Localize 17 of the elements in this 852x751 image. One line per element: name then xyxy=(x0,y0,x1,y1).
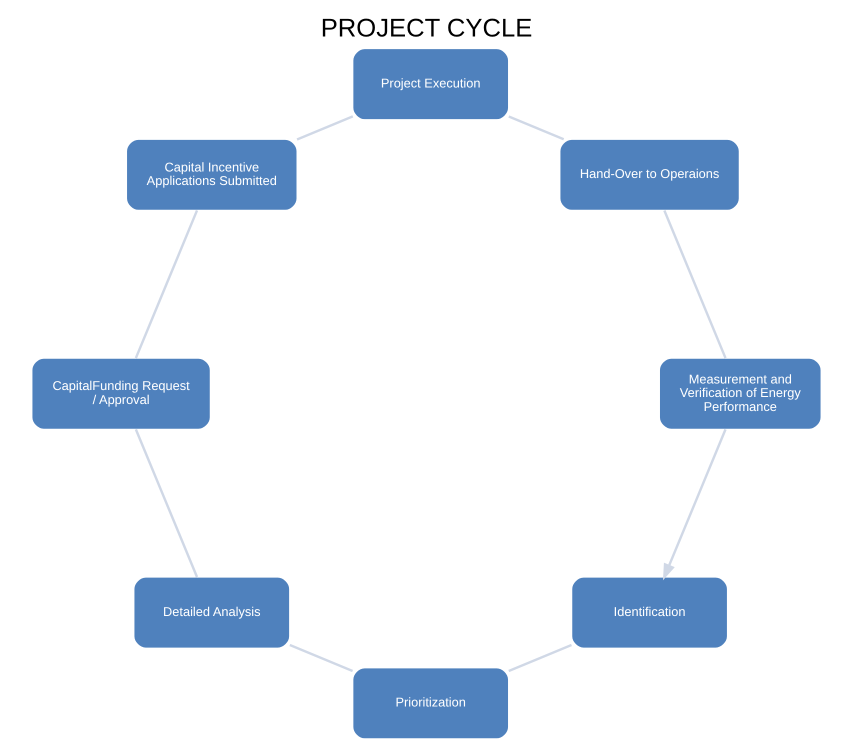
connector xyxy=(296,115,353,141)
node-box: Measurement and Verification of Energy Performance xyxy=(658,358,822,430)
connector xyxy=(508,644,572,672)
connector xyxy=(288,644,353,672)
connector xyxy=(508,115,564,140)
node-box: Project Execution xyxy=(352,48,509,120)
diagram-title: PROJECT CYCLE xyxy=(320,14,532,43)
node-box: Capital Incentive Applications Submitted xyxy=(126,138,297,211)
node-box: Identification xyxy=(570,576,728,649)
connector xyxy=(134,428,198,578)
connector xyxy=(134,210,198,359)
node-box: Detailed Analysis xyxy=(132,576,290,649)
node-box: CapitalFunding Request / Approval xyxy=(30,358,210,430)
connector xyxy=(662,210,726,359)
arrow xyxy=(662,428,726,580)
node-box: Prioritization xyxy=(352,667,509,740)
node-box: Hand-Over to Operaions xyxy=(558,138,740,211)
